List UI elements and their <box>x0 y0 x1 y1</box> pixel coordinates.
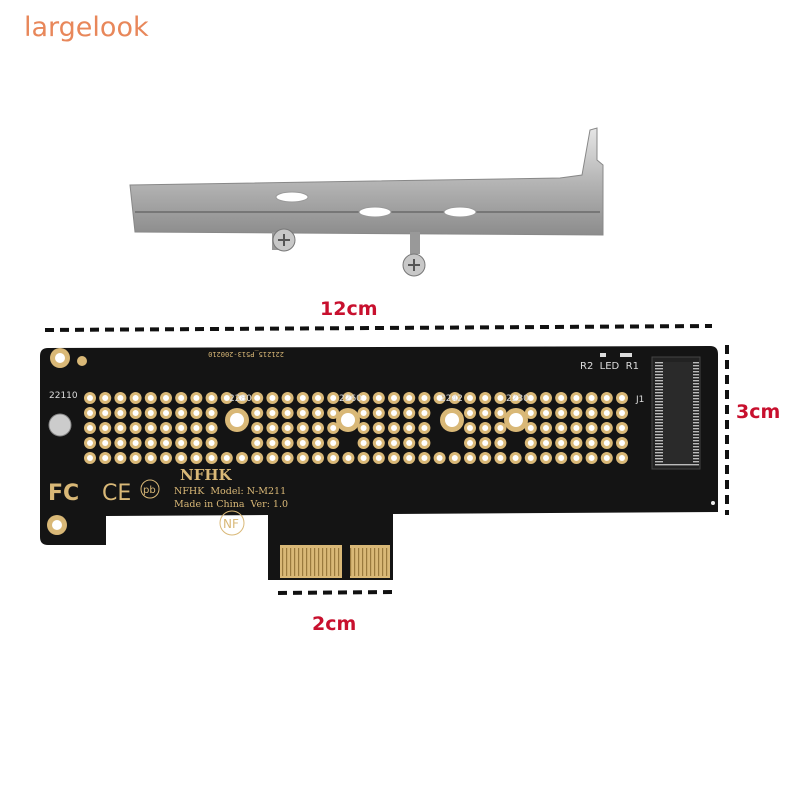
connector-length-label: 2cm <box>312 613 357 635</box>
fcc-logo: FC <box>48 481 79 506</box>
length-label: 12cm <box>320 298 378 320</box>
brand-watermark: largelook <box>24 12 149 43</box>
pb-free-logo: pb <box>143 485 156 496</box>
connector-label: J1 <box>635 395 644 405</box>
screw-icon <box>48 413 72 437</box>
mounting-bracket <box>129 127 604 277</box>
size-label-2280: 2280 <box>229 394 252 404</box>
length-dimension-line <box>44 324 713 332</box>
nf-logo: NF <box>223 517 239 531</box>
size-label-2242: 2242 <box>440 394 463 404</box>
made-in-text: Made in China Ver: 1.0 <box>174 499 288 510</box>
pcb-board: 221215_P513-200210 R2 LED R1 J1 22110 22… <box>40 346 718 580</box>
connector-dimension-line <box>277 590 394 595</box>
pcb-serial: 221215_P513-200210 <box>208 350 284 358</box>
pcie-gold-fingers <box>280 545 390 578</box>
mount-hole-grid <box>84 392 628 464</box>
model-text: NFHK Model: N-M211 <box>174 486 286 497</box>
nfhk-logo: NFHK <box>180 466 233 484</box>
ce-logo: CE <box>102 481 131 506</box>
size-label-2230: 2230 <box>506 394 529 404</box>
size-label-2260: 2260 <box>339 394 362 404</box>
size-label-22110: 22110 <box>49 391 78 401</box>
height-label: 3cm <box>736 401 781 423</box>
led-label: R2 LED R1 <box>580 361 639 372</box>
